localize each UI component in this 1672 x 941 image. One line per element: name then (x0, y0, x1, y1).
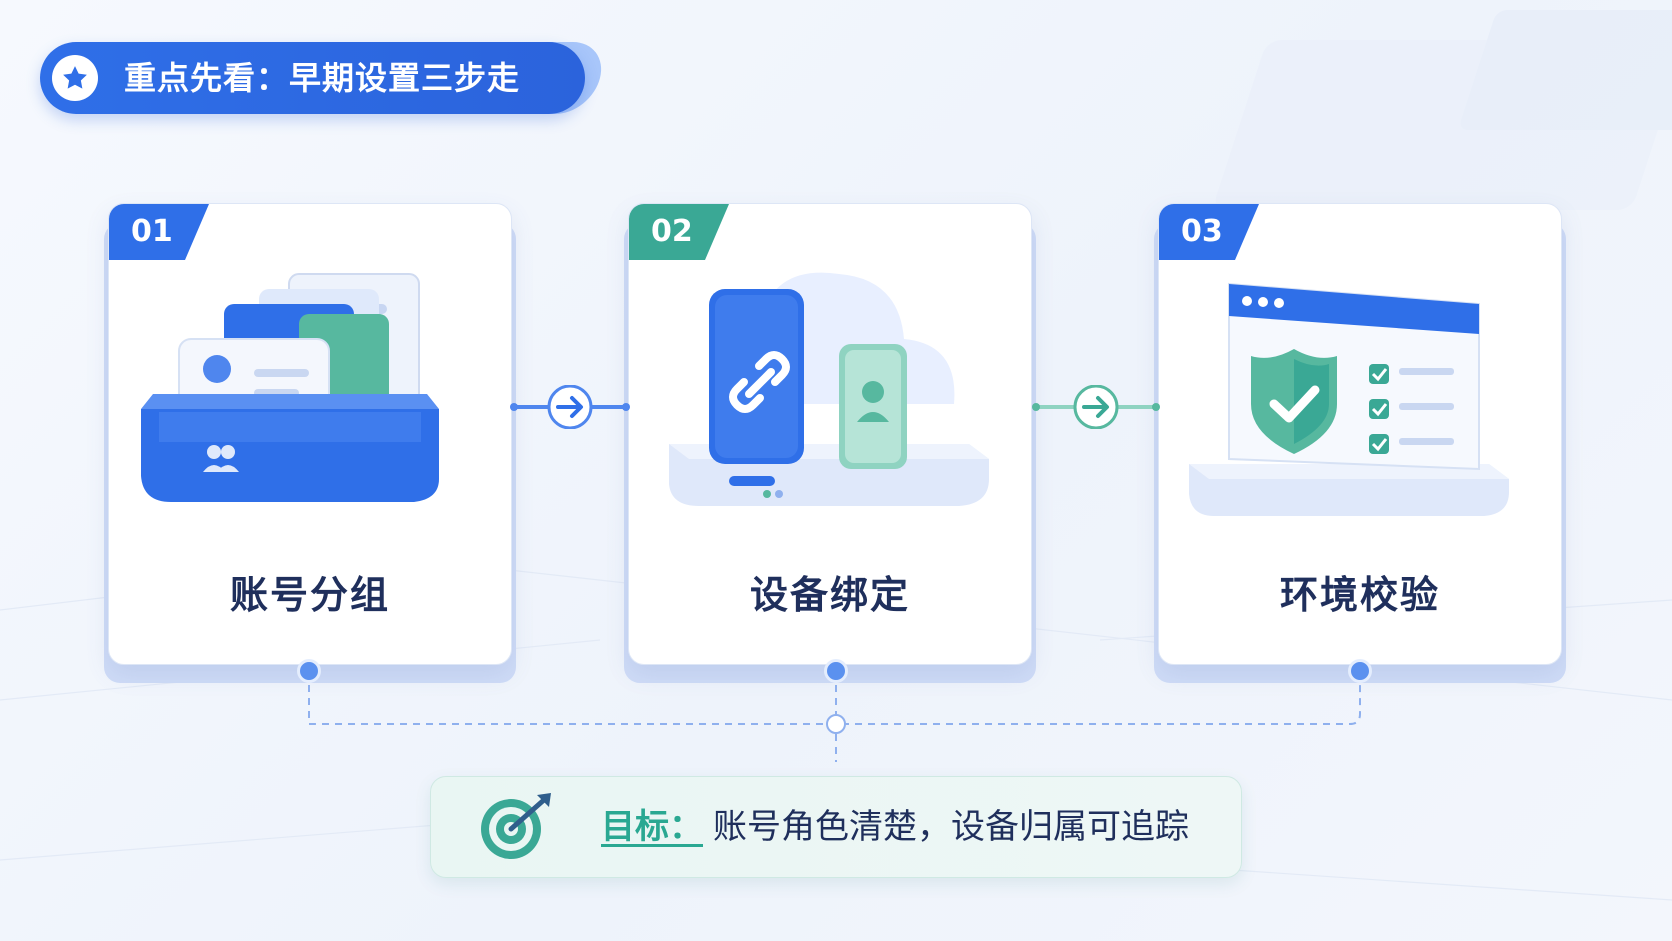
step-title: 账号分组 (229, 573, 390, 617)
connector-arrow-1 (510, 385, 630, 429)
star-icon (52, 55, 98, 101)
step-title: 设备绑定 (749, 573, 910, 617)
card-face: 03 环境校验 (1158, 203, 1562, 665)
step-badge (1159, 204, 1259, 260)
card-anchor-dot (1348, 659, 1372, 683)
card-anchor-dot (824, 659, 848, 683)
goal-banner: 目标： 账号角色清楚，设备归属可追踪 (430, 776, 1242, 878)
header-pill: 重点先看：早期设置三步走 (40, 42, 585, 114)
phone-link-cloud-icon (669, 272, 989, 506)
bottom-connector (308, 672, 1361, 762)
card-face: 02 设备绑定 (628, 203, 1032, 665)
step-title: 环境校验 (1279, 573, 1440, 617)
goal-text: 账号角色清楚，设备归属可追踪 (713, 807, 1189, 847)
card-face: 01 账号分组 (108, 203, 512, 665)
target-arrow-icon (481, 793, 551, 859)
step-badge (629, 204, 729, 260)
step-number: 02 (651, 214, 693, 249)
connector-arrow-2 (1032, 385, 1160, 429)
goal-label: 目标： (601, 807, 703, 847)
step-card-3: 03 环境校验 (1154, 203, 1566, 683)
step-number: 03 (1181, 214, 1223, 249)
step-badge (109, 204, 209, 260)
step-card-2: 02 设备绑定 (624, 203, 1036, 683)
shield-check-window-icon (1189, 282, 1509, 516)
header-title: 重点先看：早期设置三步走 (124, 59, 521, 97)
card-anchor-dot (297, 659, 321, 683)
step-number: 01 (131, 214, 173, 249)
header-banner: 重点先看：早期设置三步走 (40, 42, 609, 114)
account-cards-box-icon (141, 273, 439, 502)
step-card-1: 01 账号分组 (104, 203, 516, 683)
